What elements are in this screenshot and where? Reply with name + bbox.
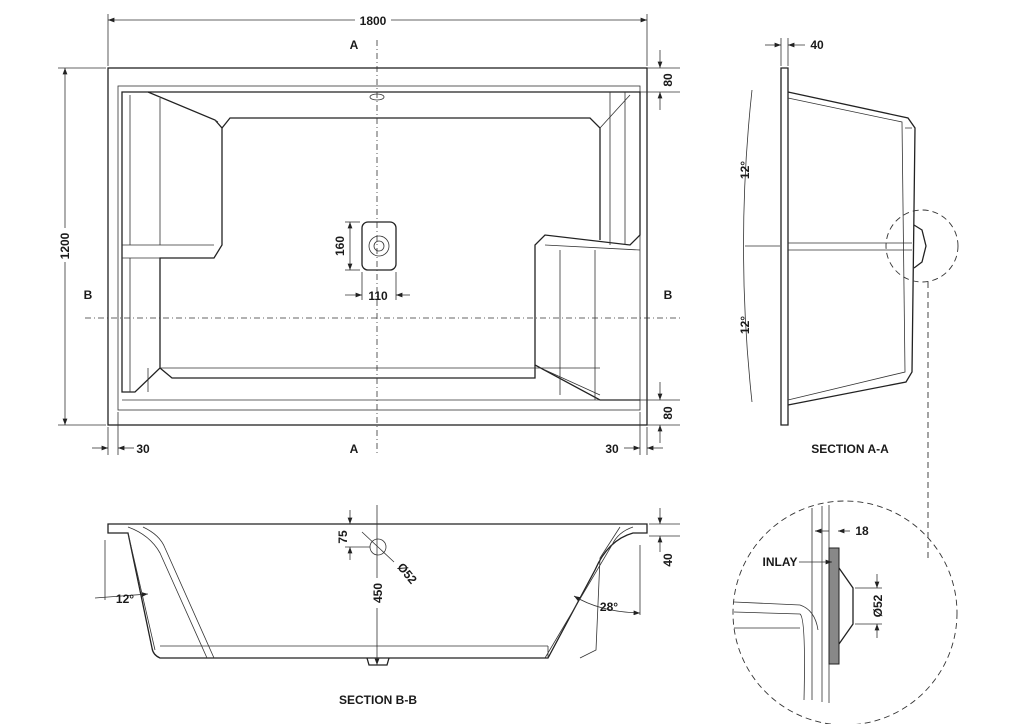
outlet-icon — [913, 224, 927, 269]
angle-right: 28° — [600, 600, 618, 614]
waste-icon — [366, 657, 390, 666]
angle-lower: 12° — [738, 316, 752, 334]
outlet-flange-icon — [838, 567, 854, 645]
section-a-marker-top: A — [350, 38, 359, 52]
dim-rim-right: 30 — [605, 442, 619, 456]
section-b-b: Ø52 75 450 40 12° 28° SECTION B-B — [94, 505, 680, 707]
dim-drain-length: 160 — [333, 236, 347, 256]
dim-wall: 18 — [855, 524, 869, 538]
dim-rim-top: 80 — [661, 73, 675, 87]
dim-overall-width: 1200 — [58, 232, 72, 259]
plan-inner-rim — [117, 85, 641, 411]
dim-overall-length: 1800 — [360, 14, 387, 28]
drain-icon — [361, 221, 397, 271]
dim-overflow-offset: 75 — [336, 530, 350, 544]
angle-left: 12° — [116, 592, 134, 606]
plan-outer-rim — [107, 67, 648, 426]
section-a-a: 12° 12° 40 SECTION A-A — [738, 38, 959, 560]
section-b-b-title: SECTION B-B — [339, 693, 417, 707]
outlet-detail: 18 INLAY Ø52 — [732, 500, 958, 724]
dim-depth: 450 — [371, 583, 385, 603]
dim-rim-height: 40 — [661, 553, 675, 567]
section-b-marker-right: B — [664, 288, 673, 302]
inlay-label: INLAY — [763, 555, 798, 569]
dim-rim-left: 30 — [136, 442, 150, 456]
dim-drain-width: 110 — [368, 289, 388, 303]
section-b-marker-left: B — [84, 288, 93, 302]
dim-outlet-diameter: Ø52 — [871, 594, 885, 617]
dim-overflow-diameter: Ø52 — [394, 560, 420, 587]
angle-upper: 12° — [738, 161, 752, 179]
section-a-marker-bottom: A — [350, 442, 359, 456]
dim-rim-thickness: 40 — [810, 38, 824, 52]
plan-view: 1800 1200 A A B B 80 80 30 30 — [58, 12, 680, 456]
plan-basin — [121, 91, 223, 393]
section-a-a-title: SECTION A-A — [811, 442, 889, 456]
dim-rim-bottom: 80 — [661, 406, 675, 420]
